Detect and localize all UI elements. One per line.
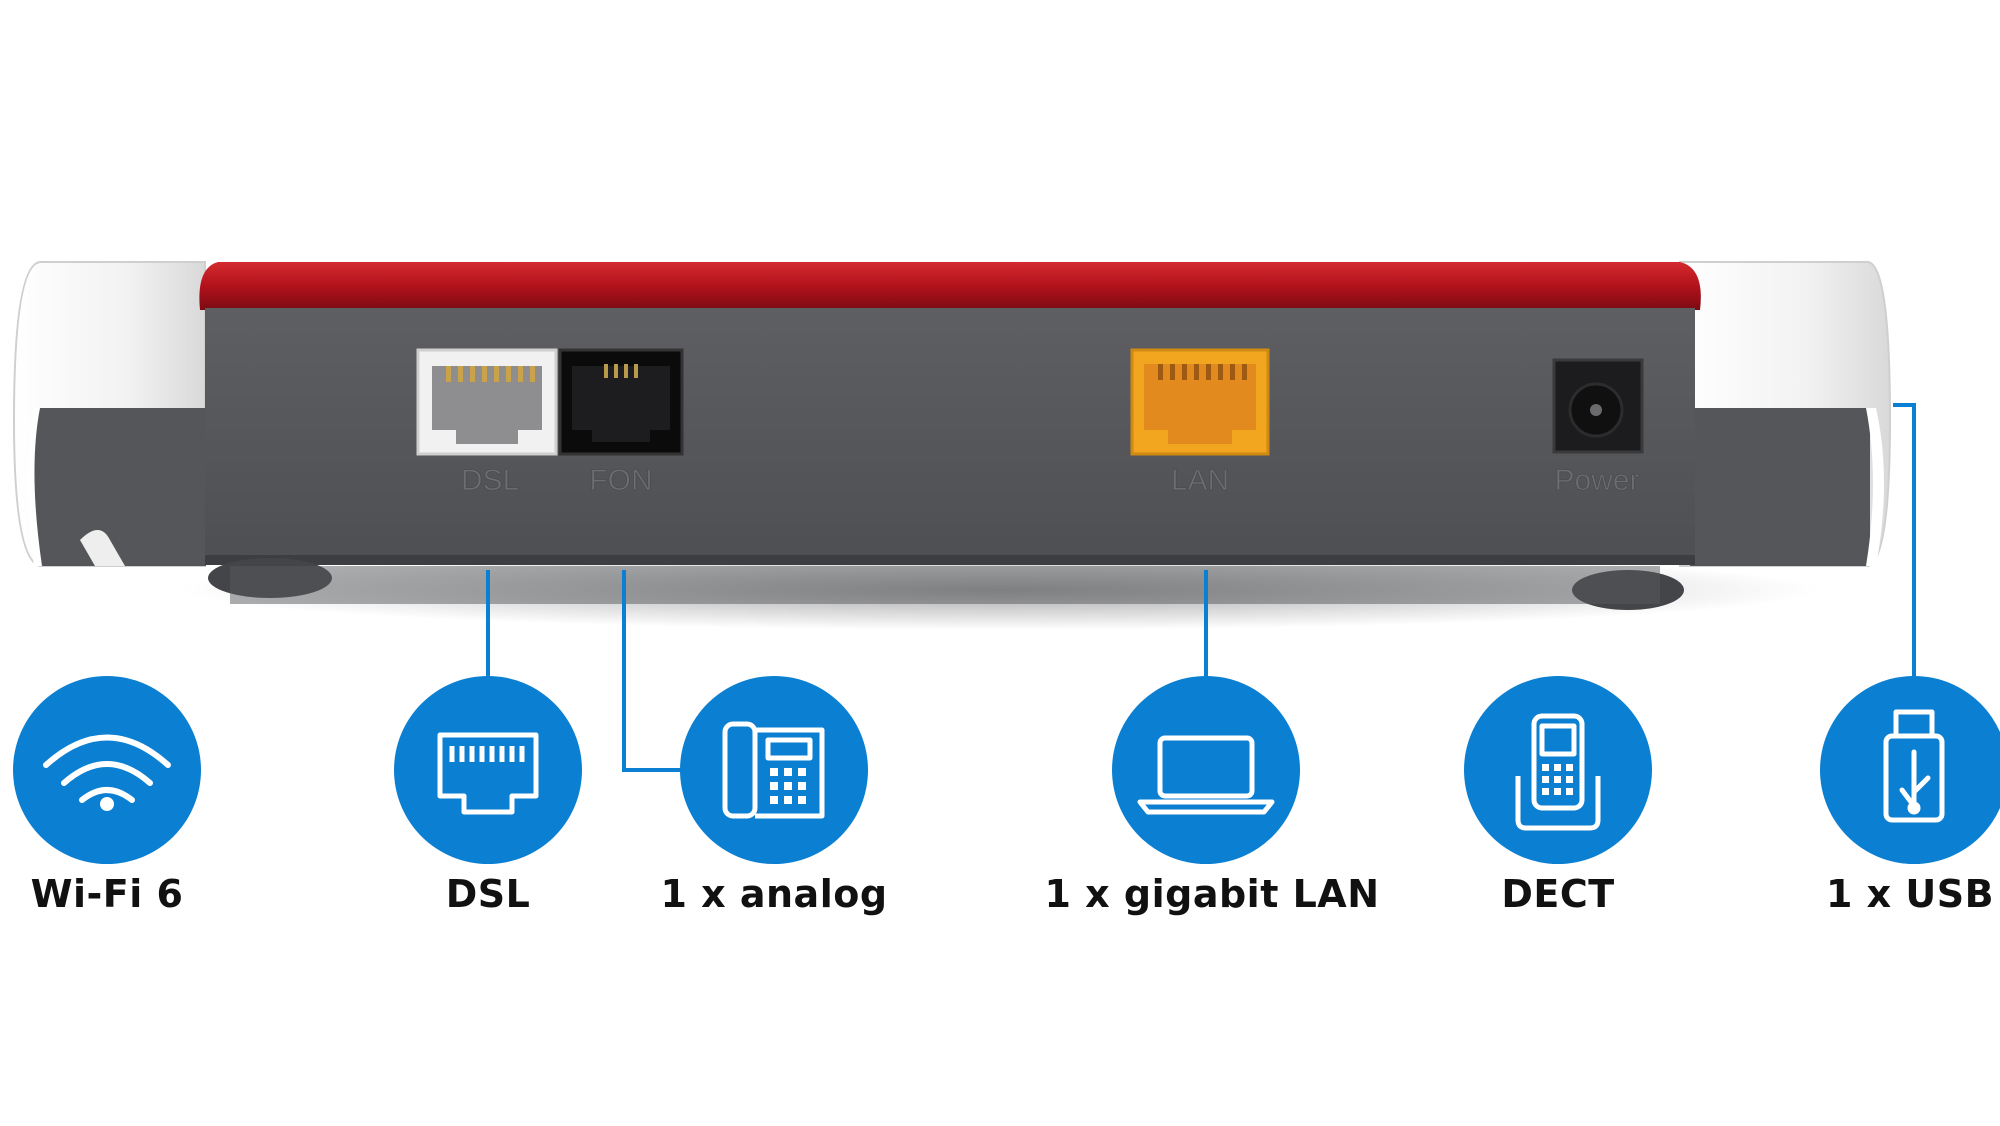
analog-connector-line [622, 570, 684, 772]
feature-circle-wifi [13, 676, 201, 864]
feature-label-wifi: Wi-Fi 6 [30, 872, 184, 916]
feature-label-usb: 1 x USB [1825, 872, 1995, 916]
usb-connector-line [1893, 403, 1916, 684]
left-end-cap [12, 261, 206, 567]
feature-label-analog: 1 x analog [660, 872, 888, 916]
feature-circle-dect [1464, 676, 1652, 864]
usb-stick-icon [1883, 709, 1945, 823]
desk-phone-icon [722, 721, 825, 819]
power-jack [1552, 358, 1644, 454]
cordless-phone-icon [1515, 713, 1601, 831]
feature-circle-analog [680, 676, 868, 864]
feature-label-dect: DECT [1501, 872, 1615, 916]
feature-circle-dsl [394, 676, 582, 864]
laptop-icon [1137, 735, 1275, 815]
connector-lines [486, 403, 1916, 772]
lan-port-label: LAN [1171, 464, 1229, 497]
dsl-port-label: DSL [461, 464, 519, 497]
feature-label-gigabit-lan: 1 x gigabit LAN [1044, 872, 1380, 916]
dsl-port-icon [437, 732, 539, 815]
lan-port [1130, 348, 1270, 456]
feature-circle-lan [1112, 676, 1300, 864]
red-top-lid [199, 262, 1701, 310]
right-end-cap [1679, 261, 1892, 567]
wifi-icon [43, 734, 171, 811]
fon-port [558, 348, 684, 456]
power-port-label: Power [1554, 464, 1639, 497]
fon-port-label: FON [589, 464, 652, 497]
feature-circle-usb [1820, 676, 2000, 864]
feature-label-dsl: DSL [445, 872, 531, 916]
dsl-port [416, 348, 558, 456]
